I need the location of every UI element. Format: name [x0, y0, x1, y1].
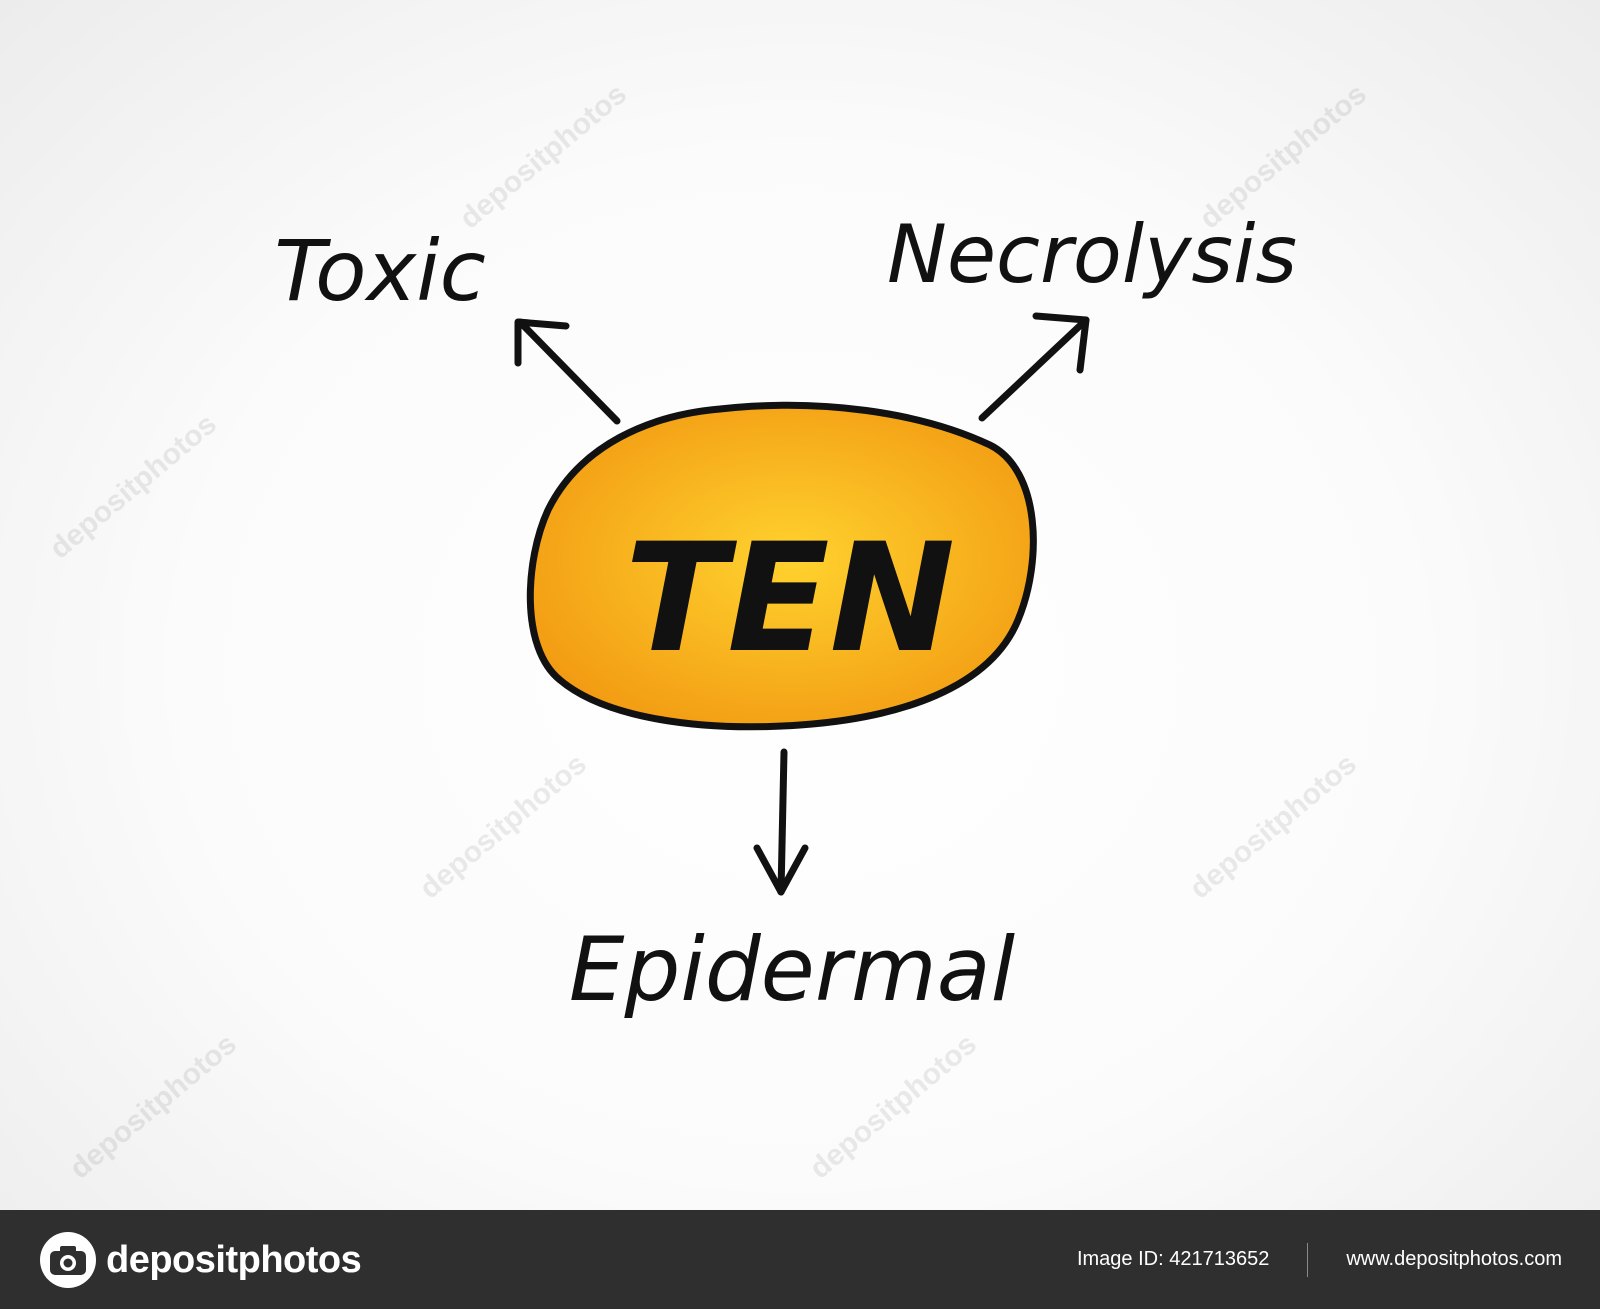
brand-name: depositphotos [106, 1238, 362, 1281]
watermark-text: depositphotos [413, 747, 593, 905]
arrow-to-toxic [514, 318, 621, 425]
watermark-text: depositphotos [453, 77, 633, 235]
watermark-text: depositphotos [803, 1027, 983, 1185]
arrow-to-necrolysis [978, 312, 1090, 422]
diagram-canvas: depositphotos depositphotos depositphoto… [0, 0, 1600, 1210]
divider [1307, 1242, 1309, 1277]
watermark-text: depositphotos [1183, 747, 1363, 905]
watermark-text: depositphotos [43, 407, 223, 565]
branch-label-necrolysis: Necrolysis [887, 208, 1297, 301]
camera-icon [40, 1232, 96, 1288]
watermark-text: depositphotos [63, 1027, 243, 1185]
footer-bar: depositphotos Image ID: 421713652 www.de… [0, 1210, 1600, 1309]
mind-map: depositphotos depositphotos depositphoto… [43, 77, 1373, 1185]
website-link[interactable]: www.depositphotos.com [1346, 1248, 1562, 1270]
brand-logo[interactable]: depositphotos [40, 1232, 362, 1288]
branch-label-epidermal: Epidermal [569, 918, 1016, 1021]
image-id: Image ID: 421713652 [1076, 1248, 1270, 1270]
arrow-to-epidermal [753, 748, 809, 896]
center-label: TEN [625, 512, 955, 686]
branch-label-toxic: Toxic [274, 222, 486, 320]
image-meta: Image ID: 421713652 www.depositphotos.co… [1077, 1210, 1562, 1309]
center-oval [526, 401, 1037, 731]
